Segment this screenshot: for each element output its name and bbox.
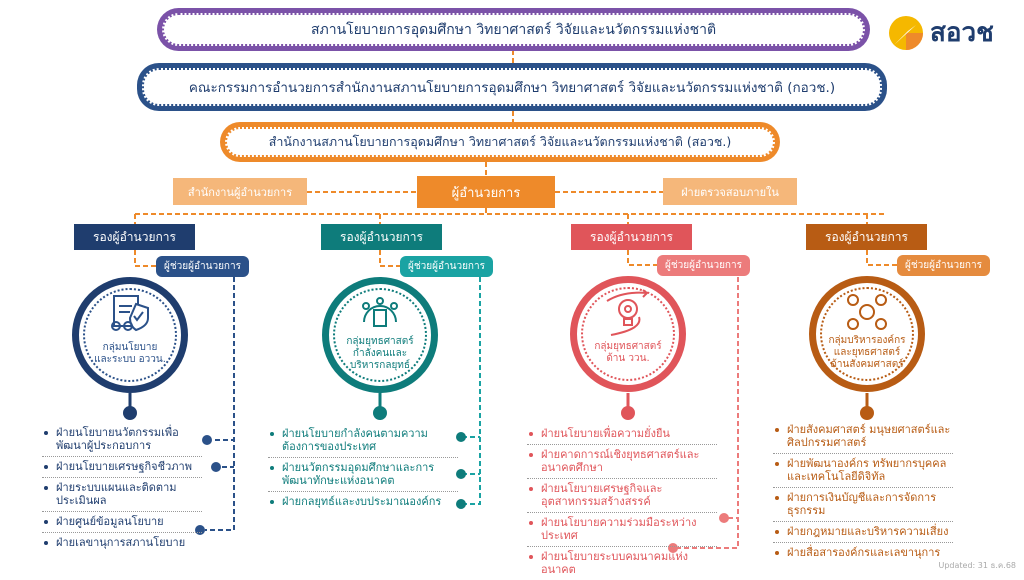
unit-item: ฝ่ายระบบแผนและติดตามประเมินผล bbox=[42, 478, 202, 512]
deputy-director-box: รองผู้อำนวยการ bbox=[74, 224, 195, 250]
deputy-director-box: รองผู้อำนวยการ bbox=[806, 224, 927, 250]
assistant-director-pill: ผู้ช่วยผู้อำนวยการ bbox=[156, 256, 249, 277]
group-name-line1: กลุ่มนโยบาย bbox=[102, 342, 158, 353]
office-label: สำนักงานสภานโยบายการอุดมศึกษา วิทยาศาสตร… bbox=[225, 127, 775, 157]
group-name-line2: ด้าน ววน. bbox=[606, 353, 650, 364]
assistant-director-pill: ผู้ช่วยผู้อำนวยการ bbox=[897, 255, 990, 276]
unit-item: ฝ่ายเลขานุการสภานโยบาย bbox=[42, 533, 202, 553]
group-name-line1: กลุ่มบริหารองค์กร bbox=[828, 335, 906, 346]
group-name-line2: กำลังคนและ bbox=[352, 348, 408, 359]
logo-text: สอวช bbox=[930, 18, 994, 48]
updated-date: Updated: 31 ธ.ค.68 bbox=[938, 561, 1016, 570]
unit-item: ฝ่ายนโยบายกำลังคนตามความต้องการของประเทศ bbox=[268, 424, 458, 458]
group-circle: กลุ่มบริหารองค์กร และยุทธศาสตร์ ด้านสังค… bbox=[809, 276, 925, 392]
group-name-line2: และระบบ อววน. bbox=[94, 354, 166, 365]
group-name-line2: และยุทธศาสตร์ bbox=[833, 347, 901, 358]
unit-list: ฝ่ายนโยบายนวัตกรรมเพื่อพัฒนาผู้ประกอบการ… bbox=[42, 423, 202, 553]
unit-item: ฝ่ายพัฒนาองค์กร ทรัพยากรบุคคลและเทคโนโลย… bbox=[773, 454, 953, 488]
group-name-line3: บริหารกลยุทธ์ bbox=[349, 360, 411, 371]
unit-item: ฝ่ายนโยบายความร่วมมือระหว่างประเทศ bbox=[527, 513, 717, 547]
office-box: สำนักงานสภานโยบายการอุดมศึกษา วิทยาศาสตร… bbox=[220, 122, 780, 162]
board-box: คณะกรรมการอำนวยการสำนักงานสภานโยบายการอุ… bbox=[137, 63, 887, 111]
unit-item: ฝ่ายศูนย์ข้อมูลนโยบาย bbox=[42, 512, 202, 533]
logo: สอวช bbox=[888, 12, 994, 53]
logo-icon bbox=[889, 15, 923, 50]
unit-item: ฝ่ายนโยบายระบบคมนาคมแห่งอนาคต bbox=[527, 547, 717, 580]
unit-list: ฝ่ายสังคมศาสตร์ มนุษยศาสตร์และศิลปกรรมศา… bbox=[773, 420, 953, 563]
unit-item: ฝ่ายสื่อสารองค์กรและเลขานุการ bbox=[773, 543, 953, 563]
director-box: ผู้อำนวยการ bbox=[417, 176, 555, 208]
unit-list: ฝ่ายนโยบายกำลังคนตามความต้องการของประเทศ… bbox=[268, 424, 458, 512]
council-box: สภานโยบายการอุดมศึกษา วิทยาศาสตร์ วิจัยแ… bbox=[157, 8, 870, 51]
unit-item: ฝ่ายการเงินบัญชีและการจัดการธุรกรรม bbox=[773, 488, 953, 522]
group-name-line3: ด้านสังคมศาสตร์ bbox=[830, 359, 904, 370]
group-circle: กลุ่มยุทธศาสตร์ กำลังคนและ บริหารกลยุทธ์ bbox=[322, 277, 438, 393]
group-name-line1: กลุ่มยุทธศาสตร์ bbox=[594, 341, 662, 352]
deputy-director-box: รองผู้อำนวยการ bbox=[321, 224, 442, 250]
assistant-director-pill: ผู้ช่วยผู้อำนวยการ bbox=[400, 256, 493, 277]
unit-item: ฝ่ายนวัตกรรมอุดมศึกษาและการพัฒนาทักษะแห่… bbox=[268, 458, 458, 492]
director-office-box: สำนักงานผู้อำนวยการ bbox=[173, 178, 307, 205]
internal-audit-box: ฝ่ายตรวจสอบภายใน bbox=[663, 178, 797, 205]
assistant-director-pill: ผู้ช่วยผู้อำนวยการ bbox=[657, 255, 750, 276]
unit-item: ฝ่ายนโยบายเศรษฐกิจชีวภาพ bbox=[42, 457, 202, 478]
group-circle: กลุ่มนโยบาย และระบบ อววน. bbox=[72, 277, 188, 393]
people-gear-icon bbox=[362, 297, 398, 327]
unit-item: ฝ่ายกฎหมายและบริหารความเสี่ยง bbox=[773, 522, 953, 543]
policy-shield-icon bbox=[111, 295, 149, 332]
group-circle: กลุ่มยุทธศาสตร์ ด้าน ววน. bbox=[570, 276, 686, 392]
lightbulb-gear-icon bbox=[606, 289, 649, 336]
unit-list: ฝ่ายนโยบายเพื่อความยั่งยืน ฝ่ายคาดการณ์เ… bbox=[527, 424, 717, 580]
unit-item: ฝ่ายนโยบายเศรษฐกิจและอุตสาหกรรมสร้างสรรค… bbox=[527, 479, 717, 513]
group-name-line1: กลุ่มยุทธศาสตร์ bbox=[346, 336, 414, 347]
council-label: สภานโยบายการอุดมศึกษา วิทยาศาสตร์ วิจัยแ… bbox=[162, 13, 865, 46]
unit-item: ฝ่ายนโยบายนวัตกรรมเพื่อพัฒนาผู้ประกอบการ bbox=[42, 423, 202, 457]
deputy-director-box: รองผู้อำนวยการ bbox=[571, 224, 692, 250]
unit-item: ฝ่ายสังคมศาสตร์ มนุษยศาสตร์และศิลปกรรมศา… bbox=[773, 420, 953, 454]
unit-item: ฝ่ายคาดการณ์เชิงยุทธศาสตร์และอนาคตศึกษา bbox=[527, 445, 717, 479]
organization-management-icon bbox=[847, 294, 887, 330]
unit-item: ฝ่ายนโยบายเพื่อความยั่งยืน bbox=[527, 424, 717, 445]
board-label: คณะกรรมการอำนวยการสำนักงานสภานโยบายการอุ… bbox=[142, 68, 882, 106]
unit-item: ฝ่ายกลยุทธ์และงบประมาณองค์กร bbox=[268, 492, 458, 512]
